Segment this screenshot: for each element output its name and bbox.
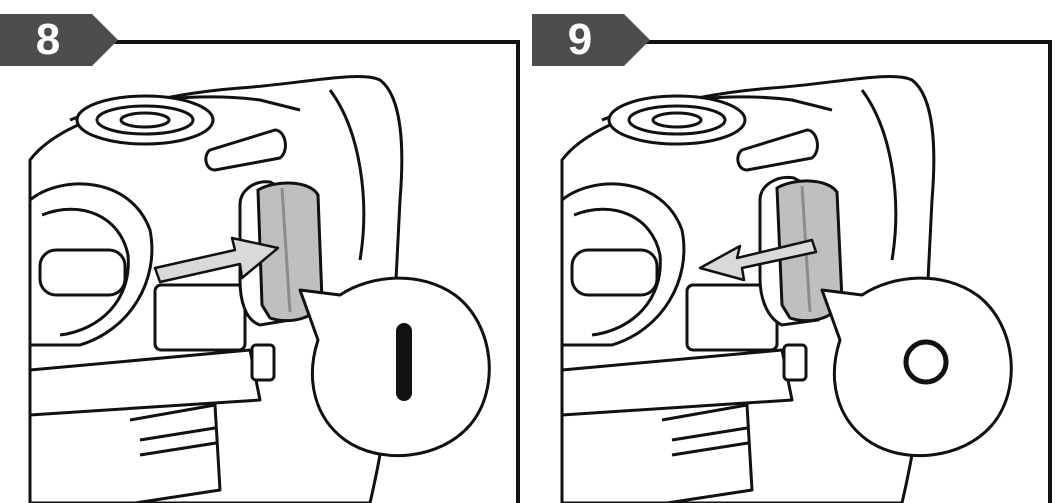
step-badge [0, 14, 118, 66]
tool-body [28, 74, 404, 503]
step-number: 9 [567, 15, 593, 64]
step-panel-8: 8 [0, 0, 522, 503]
panel-frame [562, 40, 1052, 503]
switch-off-icon [903, 339, 949, 385]
device-illustration-8 [0, 14, 520, 503]
callout-bubble [298, 276, 491, 458]
panel-frame [30, 40, 520, 503]
switch-on-icon [396, 323, 412, 401]
step-badge [532, 14, 650, 66]
remove-arrow [698, 238, 818, 282]
insert-arrow [153, 236, 280, 284]
callout-bubble [820, 276, 1013, 458]
device-illustration-9 [532, 14, 1052, 503]
step-panel-9: 9 [532, 0, 1054, 503]
step-number: 8 [35, 15, 61, 64]
